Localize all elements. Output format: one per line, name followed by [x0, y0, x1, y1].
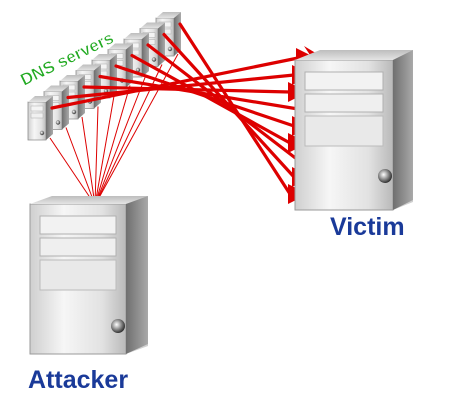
- victim-label: Victim: [330, 213, 405, 241]
- attacker-link-0: [49, 137, 96, 206]
- attacker-link-6: [94, 74, 147, 206]
- attacker-link-4: [94, 95, 115, 206]
- victim-server-icon: [294, 50, 413, 211]
- dns-server-icon: [27, 96, 53, 141]
- attacker-server-icon: [29, 196, 148, 355]
- attack-arrow-6: [146, 43, 300, 162]
- attacker-link-2: [81, 116, 96, 206]
- attack-arrow-0: [50, 56, 300, 110]
- attack-arrow-8: [178, 22, 292, 196]
- attacker-link-8: [94, 53, 179, 206]
- attacker-link-1: [65, 127, 96, 206]
- attack-arrow-7: [162, 32, 296, 179]
- attacker-link-5: [94, 85, 131, 206]
- attacker-to-dns-links: [49, 53, 179, 206]
- attack-arrow-5: [130, 53, 292, 145]
- dns-server-stack: [27, 12, 181, 141]
- attacker-label: Attacker: [28, 366, 128, 394]
- attacker-link-3: [94, 106, 99, 206]
